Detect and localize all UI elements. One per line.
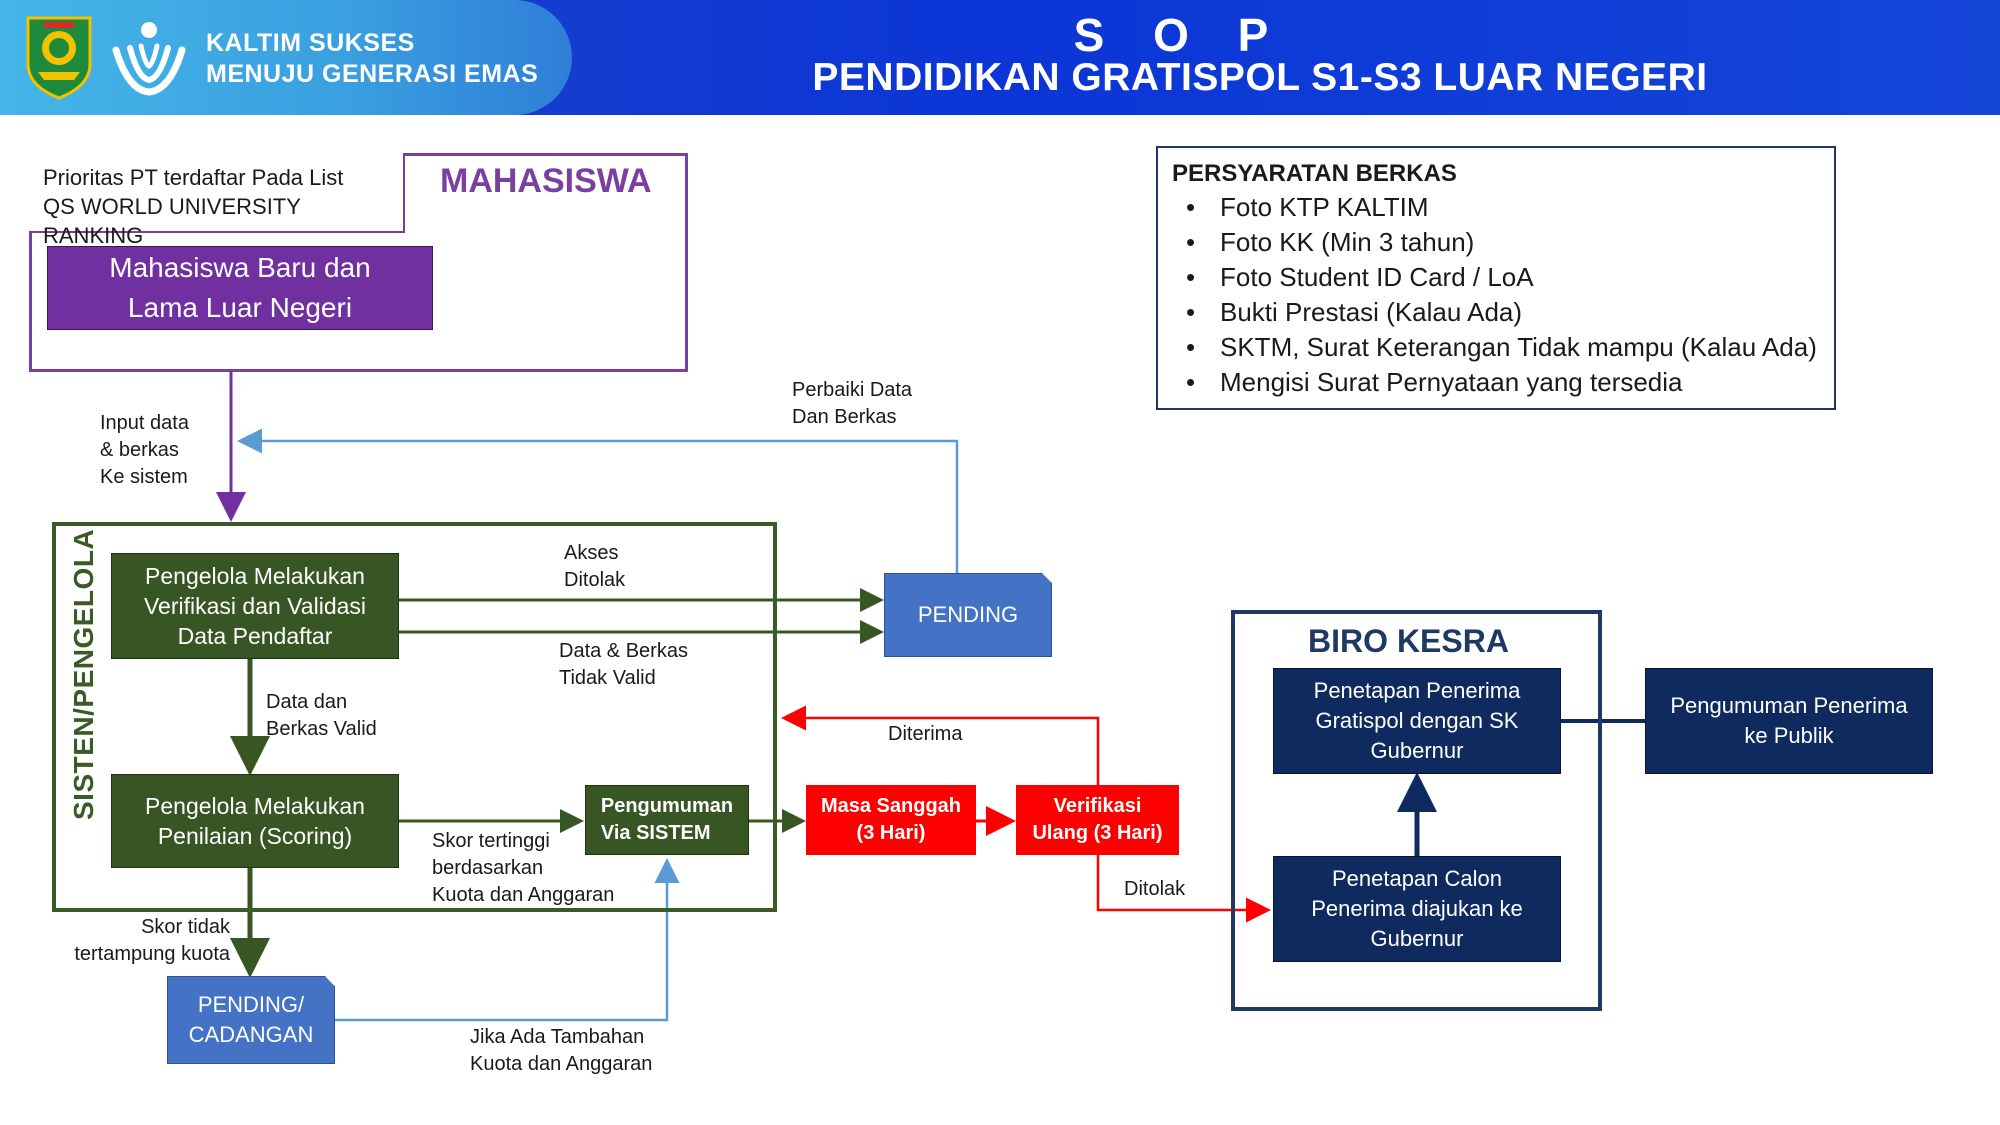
valid-line-1: Data dan <box>266 691 348 713</box>
valid-line-2: Berkas Valid <box>266 718 377 740</box>
biro-kesra-frame <box>1231 610 1602 1011</box>
biro-kesra-label: BIRO KESRA <box>1308 623 1509 659</box>
objection-line-1: Masa Sanggah <box>820 795 962 817</box>
sk-line-2: Gratispol dengan SK <box>1315 708 1519 733</box>
public-line-1: Pengumuman Penerima <box>1670 693 1908 718</box>
verification-line-3: Data Pendaftar <box>177 623 333 649</box>
candidate-line-2: Penerima diajukan ke <box>1311 896 1523 921</box>
objection-line-2: (3 Hari) <box>856 822 926 844</box>
invalid-line-1: Data & Berkas <box>559 640 688 662</box>
not-quota-line-1: Skor tidak <box>141 916 230 938</box>
mahasiswa-label: MAHASISWA <box>440 162 652 200</box>
priority-line-1: Prioritas PT terdaftar Pada List <box>43 165 344 190</box>
invalid-label: Data & Berkas Tidak Valid <box>559 638 688 692</box>
public-announcement-node: Pengumuman Penerima ke Publik <box>1645 668 1933 774</box>
candidate-line-3: Gubernur <box>1370 926 1464 951</box>
announcement-line-2: Via SISTEM <box>600 822 711 844</box>
input-label-line-1: Input data <box>100 412 189 434</box>
kaltim-emblem-icon <box>26 16 92 100</box>
top-score-line-2: berdasarkan <box>432 857 544 879</box>
requirement-item: SKTM, Surat Keterangan Tidak mampu (Kala… <box>1172 330 1820 365</box>
denied-line-1: Akses <box>564 542 619 564</box>
requirement-item: Foto Student ID Card / LoA <box>1172 260 1820 295</box>
pending-node: PENDING <box>884 573 1052 657</box>
requirement-item: Bukti Prestasi (Kalau Ada) <box>1172 295 1820 330</box>
rejected-arrow <box>1096 855 1271 923</box>
scoring-node: Pengelola Melakukan Penilaian (Scoring) <box>111 774 399 868</box>
brand-line-1: KALTIM SUKSES <box>206 29 415 57</box>
reserve-line-1: PENDING/ <box>197 992 305 1017</box>
mahasiswa-node-line-1: Mahasiswa Baru dan <box>109 252 371 283</box>
accepted-label: Diterima <box>888 723 963 745</box>
priority-line-2: QS WORLD UNIVERSITY RANKING <box>43 194 301 248</box>
input-label-line-3: Ke sistem <box>100 466 188 488</box>
generasi-emas-logo-icon <box>112 22 186 96</box>
verification-line-1: Pengelola Melakukan <box>145 563 365 589</box>
requirement-item: Foto KK (Min 3 tahun) <box>1172 225 1820 260</box>
candidate-line-1: Penetapan Calon <box>1331 866 1502 891</box>
denied-label: Akses Ditolak <box>564 540 625 594</box>
not-quota-label: Skor tidak tertampung kuota <box>40 914 230 968</box>
public-line-2: ke Publik <box>1744 723 1834 748</box>
reverification-line-2: Ulang (3 Hari) <box>1032 822 1163 844</box>
scoring-line-1: Pengelola Melakukan <box>145 793 365 819</box>
requirements-panel: PERSYARATAN BERKAS Foto KTP KALTIM Foto … <box>1156 146 1836 410</box>
input-label: Input data & berkas Ke sistem <box>100 410 189 491</box>
announcement-node: Pengumuman Via SISTEM <box>585 785 749 855</box>
reserve-node: PENDING/ CADANGAN <box>167 976 335 1064</box>
scoring-line-2: Penilaian (Scoring) <box>157 823 353 849</box>
reverification-line-1: Verifikasi <box>1053 795 1142 817</box>
objection-period-node: Masa Sanggah (3 Hari) <box>806 785 976 855</box>
requirements-title: PERSYARATAN BERKAS <box>1172 160 1457 187</box>
accepted-arrow <box>781 705 1100 785</box>
mahasiswa-node-line-2: Lama Luar Negeri <box>127 292 353 323</box>
reserve-line-2: CADANGAN <box>188 1022 314 1047</box>
not-quota-line-2: tertampung kuota <box>74 943 230 965</box>
valid-label: Data dan Berkas Valid <box>266 689 377 743</box>
extra-quota-arrow <box>335 858 680 1022</box>
top-score-line-3: Kuota dan Anggaran <box>432 884 615 906</box>
page-title: S O P <box>1073 9 1287 61</box>
reverification-node: Verifikasi Ulang (3 Hari) <box>1016 785 1179 855</box>
verification-line-2: Verifikasi dan Validasi <box>143 593 367 619</box>
brand-tagline: KALTIM SUKSES MENUJU GENERASI EMAS <box>206 28 566 90</box>
extra-quota-line-2: Kuota dan Anggaran <box>470 1053 653 1075</box>
fix-data-line-1: Perbaiki Data <box>792 379 913 401</box>
system-frame <box>52 522 777 912</box>
page-subtitle: PENDIDIKAN GRATISPOL S1-S3 LUAR NEGERI <box>812 56 1708 99</box>
brand-line-2: MENUJU GENERASI EMAS <box>206 60 539 88</box>
sk-line-3: Gubernur <box>1370 738 1464 763</box>
invalid-line-2: Tidak Valid <box>559 667 656 689</box>
system-label: SISTEN/PENGELOLA <box>68 528 99 820</box>
mahasiswa-node: Mahasiswa Baru dan Lama Luar Negeri <box>47 246 433 330</box>
fix-data-label: Perbaiki Data Dan Berkas <box>792 377 912 431</box>
candidate-node: Penetapan Calon Penerima diajukan ke Gub… <box>1273 856 1561 962</box>
requirement-item: Mengisi Surat Pernyataan yang tersedia <box>1172 365 1820 400</box>
denied-line-2: Ditolak <box>564 569 626 591</box>
brand-banner <box>0 0 572 115</box>
top-score-label: Skor tertinggi berdasarkan Kuota dan Ang… <box>432 828 614 909</box>
top-score-line-1: Skor tertinggi <box>432 830 550 852</box>
fix-data-line-2: Dan Berkas <box>792 406 897 428</box>
sk-line-1: Penetapan Penerima <box>1313 678 1521 703</box>
priority-note: Prioritas PT terdaftar Pada List QS WORL… <box>29 153 405 248</box>
announcement-line-1: Pengumuman <box>600 795 734 817</box>
input-label-line-2: & berkas <box>100 439 179 461</box>
extra-quota-line-1: Jika Ada Tambahan <box>470 1026 645 1048</box>
rejected-label: Ditolak <box>1124 878 1186 900</box>
sk-decree-node: Penetapan Penerima Gratispol dengan SK G… <box>1273 668 1561 774</box>
verification-node: Pengelola Melakukan Verifikasi dan Valid… <box>111 553 399 659</box>
extra-quota-label: Jika Ada Tambahan Kuota dan Anggaran <box>470 1024 652 1078</box>
requirement-item: Foto KTP KALTIM <box>1172 190 1820 225</box>
fix-data-arrow <box>237 428 959 573</box>
